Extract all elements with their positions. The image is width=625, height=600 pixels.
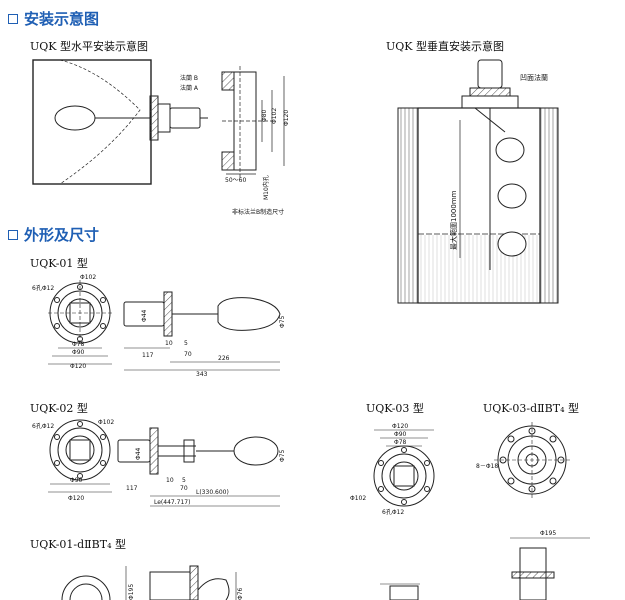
uqk01d-right-d195: Φ195 bbox=[540, 530, 556, 537]
uqk03-d90: Φ90 bbox=[394, 431, 407, 438]
float-ball bbox=[54, 105, 96, 131]
flange-b bbox=[157, 103, 171, 133]
uqk03-drawing bbox=[373, 429, 435, 507]
uqk02-d120: Φ120 bbox=[68, 495, 84, 502]
uqk01-d120: Φ120 bbox=[70, 363, 86, 370]
uqk01-70: 70 bbox=[184, 351, 192, 358]
uqk01-d44: Φ44 bbox=[141, 309, 148, 322]
caption-uqk03d: UQK-03-dⅡBT₄ 型 bbox=[483, 402, 579, 415]
float-lower bbox=[497, 231, 527, 257]
uqk01-d90: Φ90 bbox=[72, 349, 85, 356]
uqk02-body bbox=[117, 439, 151, 463]
checkbox-square-icon bbox=[8, 229, 18, 240]
label-d120: Φ120 bbox=[283, 110, 290, 126]
uqk01-d75: Φ75 bbox=[279, 315, 286, 328]
uqk02-5: 5 bbox=[182, 477, 186, 484]
label-flange-a: 法蘭 A bbox=[180, 84, 199, 92]
tank-wall-right bbox=[539, 107, 559, 304]
uqk01d-d195: Φ195 bbox=[128, 584, 135, 600]
uqk02-drawing bbox=[48, 419, 280, 507]
switch-body bbox=[169, 107, 201, 129]
uqk01-d78: Φ78 bbox=[72, 341, 85, 348]
uqk03-d78: Φ78 bbox=[394, 439, 407, 446]
section-install-title: 安装示意图 bbox=[24, 10, 100, 28]
uqk01-343: 343 bbox=[196, 371, 208, 378]
tank-curve bbox=[59, 59, 141, 185]
horizontal-install-drawing bbox=[32, 59, 285, 185]
uqk01d-float bbox=[197, 578, 230, 600]
label-flange-b: 法蘭 B bbox=[180, 74, 198, 82]
label-m10: M10内孔 bbox=[262, 175, 270, 200]
uqk02-float bbox=[233, 436, 279, 466]
tank-wall-left bbox=[397, 107, 419, 304]
label-50-60: 50～60 bbox=[225, 177, 246, 184]
caption-uqk01: UQK-01 型 bbox=[30, 257, 88, 270]
caption-uqk01d: UQK-01-dⅡBT₄ 型 bbox=[30, 538, 126, 551]
uqk02-70: 70 bbox=[180, 485, 188, 492]
label-concave-flange: 凹面法蘭 bbox=[520, 73, 548, 82]
uqk02-d75: Φ75 bbox=[279, 449, 286, 462]
uqk02-117: 117 bbox=[126, 485, 138, 492]
uqk02-holes: 6孔Φ12 bbox=[32, 422, 54, 430]
uqk03d-drawing bbox=[494, 422, 570, 498]
mount-plate bbox=[461, 95, 519, 109]
section-dimensions: 外形及尺寸 bbox=[8, 224, 99, 245]
uqk01-drawing bbox=[48, 280, 281, 371]
caption-uqk-vertical: UQK 型垂直安装示意图 bbox=[386, 40, 505, 53]
flange-section-bottom bbox=[221, 151, 235, 171]
vertical-install-drawing bbox=[397, 59, 559, 304]
uqk01-5: 5 bbox=[184, 340, 188, 347]
uqk02-10: 10 bbox=[166, 477, 174, 484]
uqk03d-holes: 8－Φ18 bbox=[476, 463, 498, 470]
switch-head bbox=[477, 59, 503, 89]
uqk01d-body bbox=[149, 571, 191, 600]
caption-uqk-horizontal: UQK 型水平安装示意图 bbox=[30, 40, 149, 53]
uqk01-10: 10 bbox=[165, 340, 173, 347]
uqk02-le447: Le(447.717) bbox=[154, 499, 190, 506]
uqk01d-d76: Φ76 bbox=[237, 587, 244, 600]
uqk02-l330: L(330.600) bbox=[196, 489, 229, 496]
section-dimensions-title: 外形及尺寸 bbox=[24, 226, 100, 244]
label-max-range: 最大範圍1000mm bbox=[449, 190, 458, 250]
float-middle bbox=[497, 183, 527, 209]
uqk03-outer-flange bbox=[373, 445, 435, 507]
flange-section-top bbox=[221, 71, 235, 91]
caption-uqk03: UQK-03 型 bbox=[366, 402, 424, 415]
concave-flange bbox=[469, 87, 511, 97]
uqk01-117: 117 bbox=[142, 352, 154, 359]
uqk03-d102: Φ102 bbox=[350, 495, 366, 502]
uqk02-outer-flange bbox=[49, 419, 111, 481]
caption-uqk02: UQK-02 型 bbox=[30, 402, 88, 415]
uqk01-226: 226 bbox=[218, 355, 230, 362]
label-note: 非标法兰B制造尺寸 bbox=[232, 208, 284, 216]
section-install: 安装示意图 bbox=[8, 8, 99, 29]
uqk02-d44: Φ44 bbox=[135, 447, 142, 460]
uqk01-d102: Φ102 bbox=[80, 274, 96, 281]
checkbox-square-icon bbox=[8, 13, 18, 24]
uqk01d-flange-arc bbox=[61, 575, 111, 600]
flange-a bbox=[149, 95, 159, 141]
uqk02-d102: Φ102 bbox=[98, 419, 114, 426]
float-upper bbox=[495, 137, 525, 163]
uqk01d-drawing bbox=[61, 537, 590, 600]
uqk03-d120: Φ120 bbox=[392, 423, 408, 430]
uqk01-holes: 6孔Φ12 bbox=[32, 284, 54, 292]
label-d102: Φ102 bbox=[271, 108, 278, 124]
uqk02-d90: Φ90 bbox=[70, 477, 83, 484]
label-d80: Φ80 bbox=[261, 109, 268, 122]
uqk01-float bbox=[217, 297, 281, 331]
uqk03-holes: 6孔Φ12 bbox=[382, 508, 404, 516]
